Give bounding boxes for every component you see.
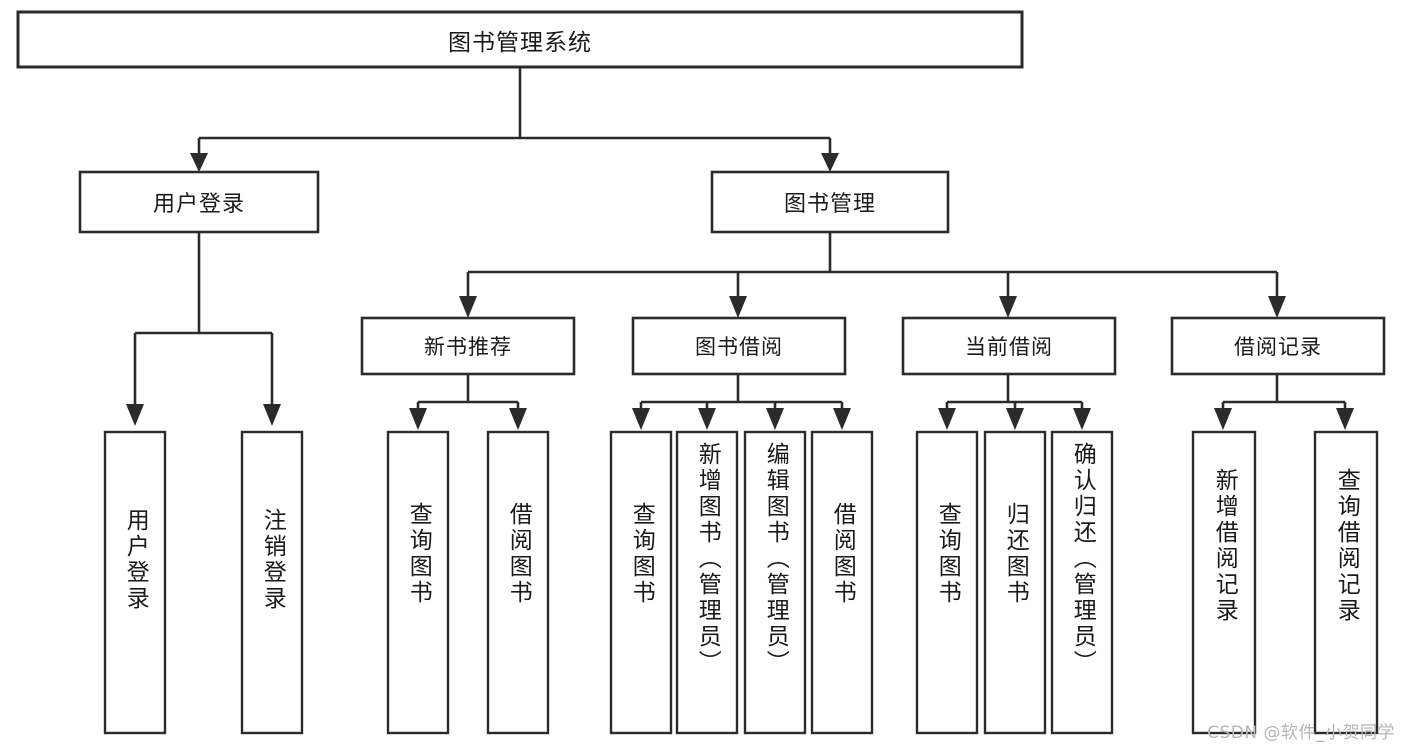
arrow-head-icon-leaf-add-record — [1214, 408, 1232, 430]
node-current-borrow-box[interactable] — [901, 316, 1117, 376]
arrow-head-icon-book-borrow — [729, 296, 747, 318]
arrow-head-icon-current-borrow — [999, 296, 1017, 318]
leaf-add-book-box[interactable] — [675, 430, 739, 735]
arrow-head-icon-new-book-recommend — [459, 296, 477, 318]
arrow-head-icon-leaf-query-record — [1336, 408, 1354, 430]
arrow-head-icon-leaf-query-book-2 — [632, 408, 650, 430]
arrow-head-icon-leaf-query-book-1 — [409, 408, 427, 430]
leaf-user-logout-box[interactable] — [240, 430, 304, 735]
leaf-query-record-box[interactable] — [1313, 430, 1379, 735]
node-book-manage-box[interactable] — [710, 170, 950, 234]
leaf-borrow-book-1-box[interactable] — [486, 430, 550, 735]
leaf-query-book-2-box[interactable] — [609, 430, 673, 735]
arrow-head-icon-leaf-edit-book — [766, 408, 784, 430]
arrow-head-icon-root-user-login — [190, 153, 208, 172]
arrow-head-icon-leaf-add-book — [698, 408, 716, 430]
arrow-head-icon-leaf-confirm-return — [1073, 408, 1091, 430]
watermark-text: CSDN @软件_小贺同学 — [1207, 723, 1395, 743]
leaf-user-login-box[interactable] — [103, 430, 167, 735]
arrow-head-icon-leaf-query-book-3 — [938, 408, 956, 430]
node-borrow-record-box[interactable] — [1170, 316, 1386, 376]
leaf-query-book-1-box[interactable] — [386, 430, 450, 735]
leaf-confirm-return-box[interactable] — [1050, 430, 1114, 735]
node-book-borrow-box[interactable] — [631, 316, 847, 376]
leaf-add-record-box[interactable] — [1191, 430, 1257, 735]
arrow-head-icon-leaf-user-logout — [263, 404, 281, 426]
leaf-return-book-box[interactable] — [983, 430, 1047, 735]
arrow-head-icon-leaf-return-book — [1006, 408, 1024, 430]
arrow-head-icon-leaf-borrow-book-2 — [833, 408, 851, 430]
leaf-query-book-3-box[interactable] — [915, 430, 979, 735]
arrow-head-icon-borrow-record — [1268, 296, 1286, 318]
node-root-box[interactable] — [16, 10, 1024, 69]
arrow-head-icon-root-book-manage — [821, 153, 839, 172]
arrow-head-icon-leaf-user-login — [126, 404, 144, 426]
node-new-book-recommend-box[interactable] — [360, 316, 576, 376]
node-user-login-box[interactable] — [78, 170, 320, 234]
leaf-edit-book-box[interactable] — [743, 430, 807, 735]
arrow-head-icon-leaf-borrow-book-1 — [509, 408, 527, 430]
leaf-borrow-book-2-box[interactable] — [810, 430, 874, 735]
